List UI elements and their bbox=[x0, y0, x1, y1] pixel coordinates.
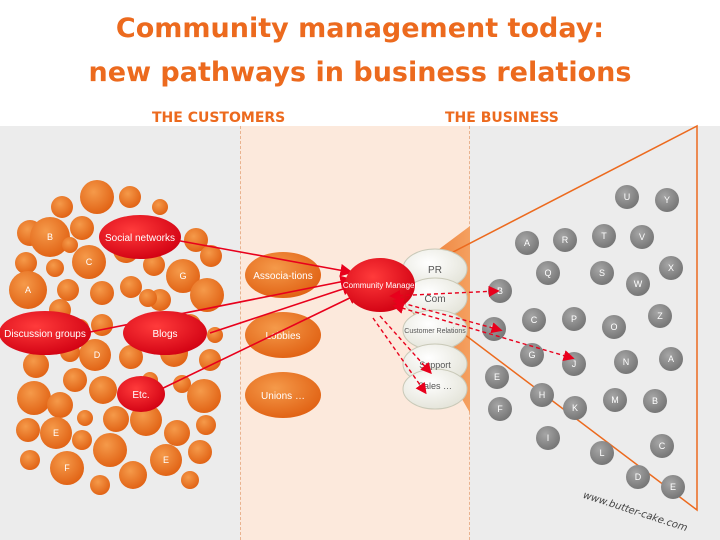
business-letter: A bbox=[524, 238, 530, 248]
business-letter: H bbox=[539, 390, 546, 400]
customer-letter: B bbox=[47, 232, 53, 242]
customers-heading: THE CUSTOMERS bbox=[152, 110, 286, 126]
channel-social-networks-label: Social networks bbox=[105, 233, 175, 244]
business-letter: F bbox=[497, 404, 503, 414]
channel-blogs-label: Blogs bbox=[152, 329, 177, 340]
business-letter: C bbox=[659, 441, 666, 451]
business-letter: I bbox=[547, 433, 550, 443]
business-letter: S bbox=[599, 268, 605, 278]
channel-discussion-groups-label: Discussion groups bbox=[4, 329, 86, 340]
business-letter: B bbox=[652, 396, 658, 406]
intermediary-lobbies-shape bbox=[245, 312, 321, 358]
customer-letter: A bbox=[25, 285, 31, 295]
business-letter: K bbox=[572, 403, 578, 413]
customer-letter: D bbox=[94, 350, 101, 360]
business-heading: THE BUSINESS bbox=[445, 110, 559, 126]
business-letter: Z bbox=[657, 311, 663, 321]
intermediary-lobbies-label: Lobbies bbox=[265, 331, 300, 342]
department-support-label: Support bbox=[419, 360, 451, 370]
intermediary-unions-shape bbox=[245, 372, 321, 418]
channel-social-networks bbox=[99, 215, 181, 259]
business-letter: G bbox=[528, 350, 535, 360]
business-letter: E bbox=[670, 482, 676, 492]
business-letter: C bbox=[531, 315, 538, 325]
business-letter: J bbox=[572, 359, 577, 369]
department-sales-label: Sales … bbox=[418, 381, 452, 391]
business-letter: Y bbox=[664, 195, 670, 205]
business-letter: R bbox=[562, 235, 569, 245]
intermediary-associations-label: Associa-tions bbox=[253, 271, 312, 282]
department-com-label: Com bbox=[424, 294, 445, 305]
channel-etc bbox=[117, 376, 165, 412]
business-letter: Q bbox=[544, 268, 551, 278]
business-letter: P bbox=[571, 314, 577, 324]
customer-letter: E bbox=[163, 455, 169, 465]
business-letter: T bbox=[601, 231, 607, 241]
department-customer-relations-label: Customer Relations bbox=[404, 328, 466, 335]
channel-etc-label: Etc. bbox=[132, 390, 149, 401]
department-sales bbox=[402, 368, 468, 410]
business-letter: O bbox=[610, 322, 617, 332]
business-letter: X bbox=[668, 263, 674, 273]
channel-blogs bbox=[123, 311, 207, 355]
customer-letter: F bbox=[64, 463, 70, 473]
customer-letter: C bbox=[86, 257, 93, 267]
business-letter: B bbox=[497, 286, 503, 296]
business-letter: U bbox=[624, 192, 631, 202]
business-letter: V bbox=[639, 232, 645, 242]
title-line-1: Community management today: bbox=[115, 13, 605, 44]
community-manager-label: Community Manager bbox=[343, 281, 418, 290]
customer-letter: E bbox=[53, 428, 59, 438]
title-line-2: new pathways in business relations bbox=[88, 57, 632, 88]
business-letter: M bbox=[611, 395, 619, 405]
business-letter: W bbox=[634, 279, 643, 289]
department-pr-label: PR bbox=[428, 265, 442, 276]
business-letter: A bbox=[668, 354, 674, 364]
business-letter: E bbox=[494, 372, 500, 382]
business-letter: D bbox=[635, 472, 642, 482]
intermediary-unions-label: Unions … bbox=[261, 391, 305, 402]
channel-discussion-groups bbox=[0, 311, 91, 355]
business-letter: N bbox=[623, 357, 630, 367]
customer-letter: G bbox=[179, 271, 186, 281]
business-letter: L bbox=[599, 448, 604, 458]
